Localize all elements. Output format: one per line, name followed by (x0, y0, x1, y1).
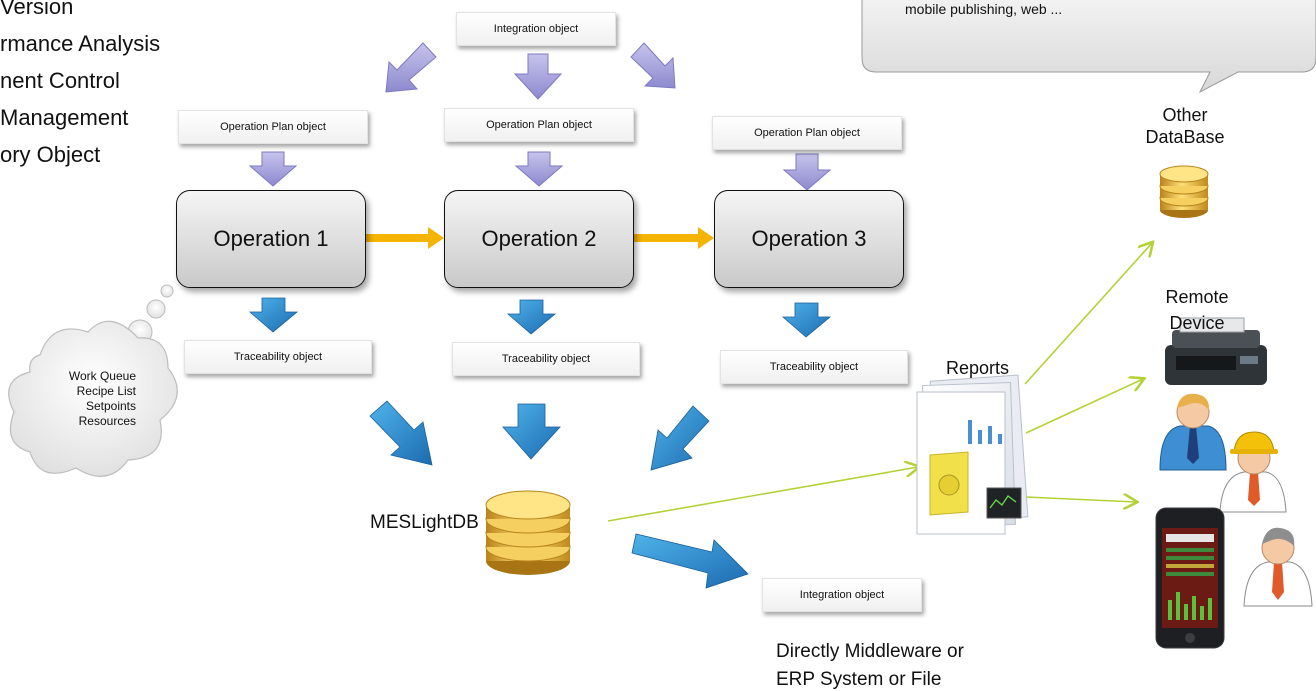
operation-1-box: Operation 1 (176, 190, 366, 288)
operation-plan-object-3: Operation Plan object (712, 116, 902, 150)
label-line: ERP System or File (776, 669, 942, 690)
cloud-line: Work Queue (68, 369, 136, 383)
reports-icon (916, 374, 1029, 535)
cloud-line: Setpoints (85, 399, 136, 413)
arrow-down-int (513, 53, 563, 100)
label-line: Other (1162, 105, 1208, 125)
label-line: Directly Middleware or (776, 641, 964, 662)
meslightdb-icon (485, 490, 571, 575)
label-line: DataBase (1145, 127, 1225, 147)
arrow-diag-right (630, 42, 676, 89)
printer-icon (1165, 317, 1267, 385)
arrow-trace3-db (650, 405, 710, 471)
green-lines (607, 243, 1152, 522)
callout-bubble (861, 0, 1316, 94)
arrow-trace1-db (369, 400, 433, 466)
callout-line: mobile publishing, web ... (905, 1, 1063, 17)
operation-3-box: Operation 3 (714, 190, 904, 288)
integration-object-top: Integration object (456, 12, 616, 46)
other-database-label: Other DataBase (1125, 104, 1245, 148)
operation-plan-object-1: Operation Plan object (178, 110, 368, 144)
arrow-diag-left (385, 42, 437, 93)
arrow-trace2-db (502, 403, 561, 460)
middleware-label: Directly Middleware or ERP System or Fil… (776, 638, 964, 691)
arrow-down-plan3 (782, 153, 832, 191)
operation-plan-object-2: Operation Plan object (444, 108, 634, 142)
meslightdb-label: MESLightDB (370, 512, 479, 533)
remote-device-label: Remote Device (1147, 284, 1247, 336)
arrow-down-plan2 (514, 151, 564, 187)
other-database-icon (1159, 165, 1209, 218)
arrow-op2-op3 (634, 227, 714, 249)
arrow-db-integration (631, 533, 749, 589)
label-line: Device (1169, 313, 1225, 333)
feature-list-item: nent Control (0, 68, 120, 93)
cloud-line: Recipe List (76, 384, 136, 398)
blue-arrows (248, 297, 832, 589)
reports-label: Reports (946, 358, 1010, 378)
label-line: Remote (1165, 287, 1229, 307)
user-icon-blue (1159, 393, 1227, 471)
purple-arrows (248, 42, 832, 191)
cloud-line: Resources (78, 414, 136, 428)
feature-list-item: rmance Analysis (0, 31, 161, 56)
feature-list-item: Management (0, 105, 129, 130)
integration-object-bottom: Integration object (762, 578, 922, 612)
feature-list: Version rmance Analysis nent Control Man… (0, 0, 160, 173)
orange-arrows (364, 227, 714, 249)
cloud-text: Work Queue Recipe List Setpoints Resourc… (28, 369, 136, 429)
feature-list-item: ory Object (0, 142, 101, 167)
feature-list-item: Version (0, 0, 74, 19)
operation-2-box: Operation 2 (444, 190, 634, 288)
traceability-object-2: Traceability object (452, 342, 640, 376)
callout-text: mobile publishing, web ... (905, 0, 1062, 18)
smartphone-icon (1155, 507, 1225, 649)
user-icon-hardhat (1219, 431, 1287, 513)
arrow-op1-op2 (364, 227, 444, 249)
arrow-down-plan1 (248, 151, 298, 187)
traceability-object-1: Traceability object (184, 340, 372, 374)
thought-cloud (8, 284, 178, 477)
user-icon-grey (1243, 527, 1313, 607)
traceability-object-3: Traceability object (720, 350, 908, 384)
